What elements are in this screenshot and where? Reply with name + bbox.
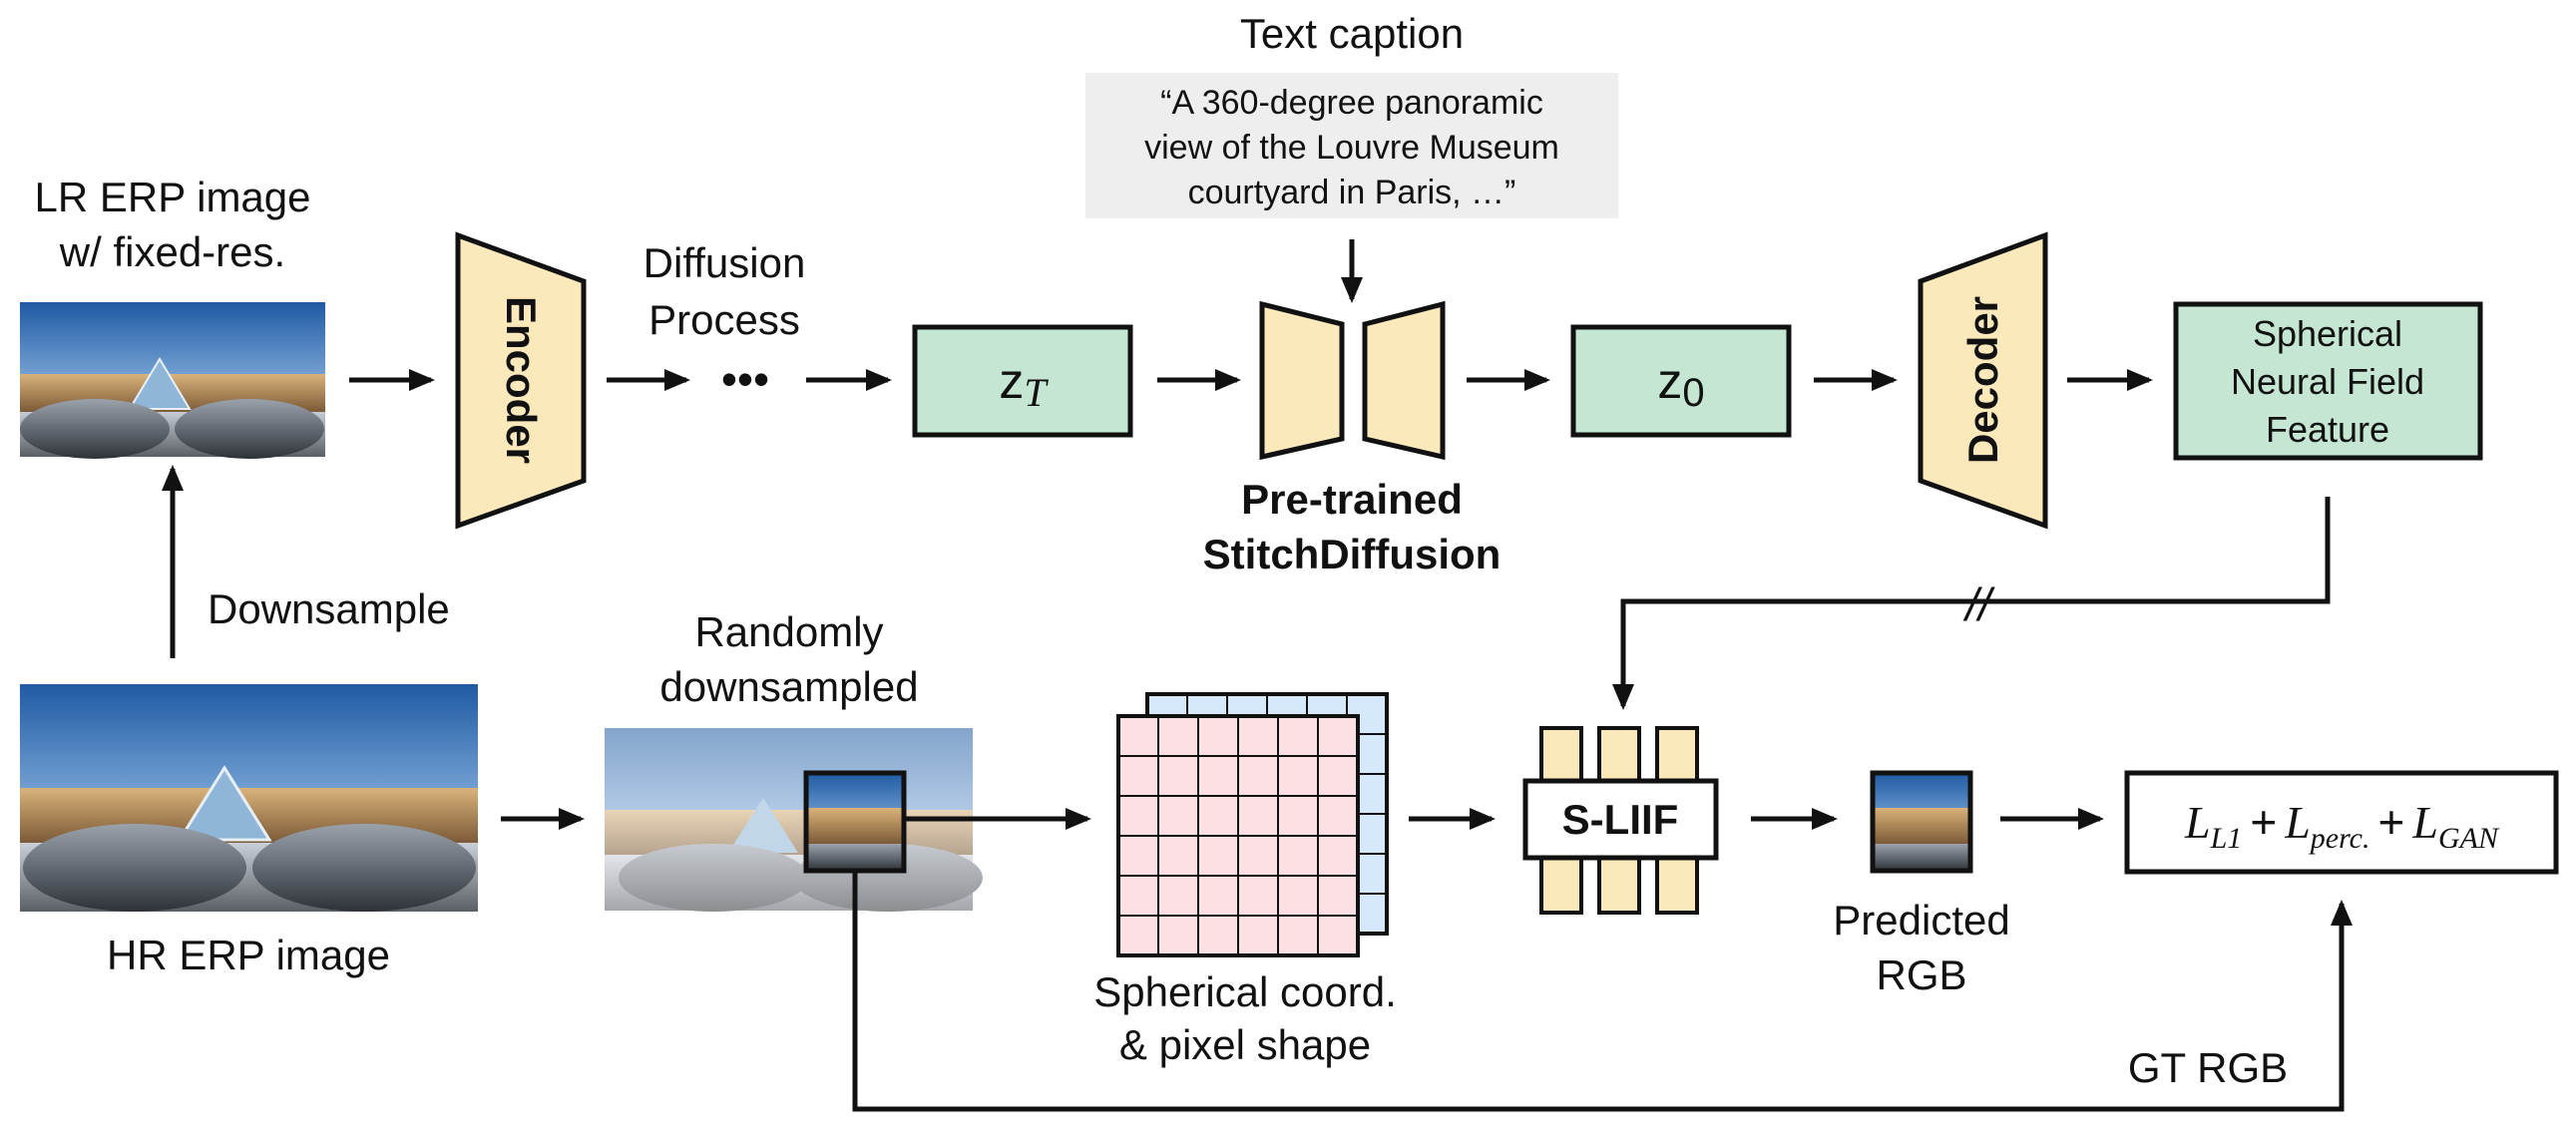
- diffusion-label-line2: Process: [648, 296, 800, 343]
- sliif-label: S-LIIF: [1562, 796, 1679, 843]
- lr-erp-image: [20, 302, 325, 459]
- arrow-snf-to-sliif: [1612, 497, 2331, 710]
- arrow-gt-to-loss: [852, 871, 2353, 1112]
- zT-label: zT: [999, 353, 1049, 415]
- predicted-label-line2: RGB: [1876, 951, 1966, 998]
- lr-erp-label-line1: LR ERP image: [34, 174, 310, 220]
- coord-label-line1: Spherical coord.: [1093, 968, 1397, 1015]
- caption-line2: view of the Louvre Museum: [1144, 129, 1559, 167]
- caption-line3: courtyard in Paris, …”: [1188, 174, 1516, 211]
- patch-crop: [803, 770, 907, 874]
- random-label-line1: Randomly: [694, 608, 883, 655]
- decoder-label: Decoder: [1959, 296, 2006, 464]
- sliif-block: [1522, 726, 1719, 915]
- diffusion-label-line1: Diffusion: [644, 239, 806, 286]
- caption-box: [1085, 73, 1618, 218]
- loss-box: [2124, 770, 2559, 875]
- gt-rgb-label: GT RGB: [2128, 1044, 2288, 1091]
- lr-erp-label-line2: w/ fixed-res.: [59, 228, 285, 275]
- snf-label-line2: Neural Field: [2231, 361, 2424, 402]
- encoder-label: Encoder: [498, 296, 545, 464]
- snf-box: [2173, 301, 2483, 461]
- hr-erp-image: [20, 684, 478, 912]
- unet-right-block: [1362, 300, 1446, 461]
- loss-formula: LL1+Lperc.+LGAN: [2184, 796, 2500, 855]
- caption-line1: “A 360-degree panoramic: [1160, 84, 1543, 122]
- zT-box: [912, 324, 1133, 438]
- coord-label-line2: & pixel shape: [1119, 1021, 1371, 1068]
- text-caption-title: Text caption: [1240, 10, 1464, 57]
- predicted-rgb-patch: [1870, 770, 1973, 874]
- coord-grid-front: [1116, 714, 1360, 957]
- downsample-label: Downsample: [208, 585, 450, 632]
- z0-label: z0: [1657, 353, 1704, 415]
- encoder-block: [455, 231, 587, 530]
- random-label-line2: downsampled: [659, 663, 918, 710]
- diffusion-ellipsis: •••: [721, 353, 769, 405]
- pretrained-label-line2: StitchDiffusion: [1203, 531, 1502, 577]
- predicted-label-line1: Predicted: [1833, 897, 2009, 944]
- decoder-block: [1918, 231, 2048, 530]
- unet-left-block: [1259, 300, 1345, 461]
- snf-label-line1: Spherical: [2253, 313, 2402, 354]
- pretrained-label-line1: Pre-trained: [1241, 476, 1463, 523]
- z0-box: [1570, 324, 1792, 438]
- stop-gradient-mark: //: [1962, 578, 1995, 630]
- snf-label-line3: Feature: [2266, 409, 2389, 450]
- hr-erp-label: HR ERP image: [107, 932, 390, 978]
